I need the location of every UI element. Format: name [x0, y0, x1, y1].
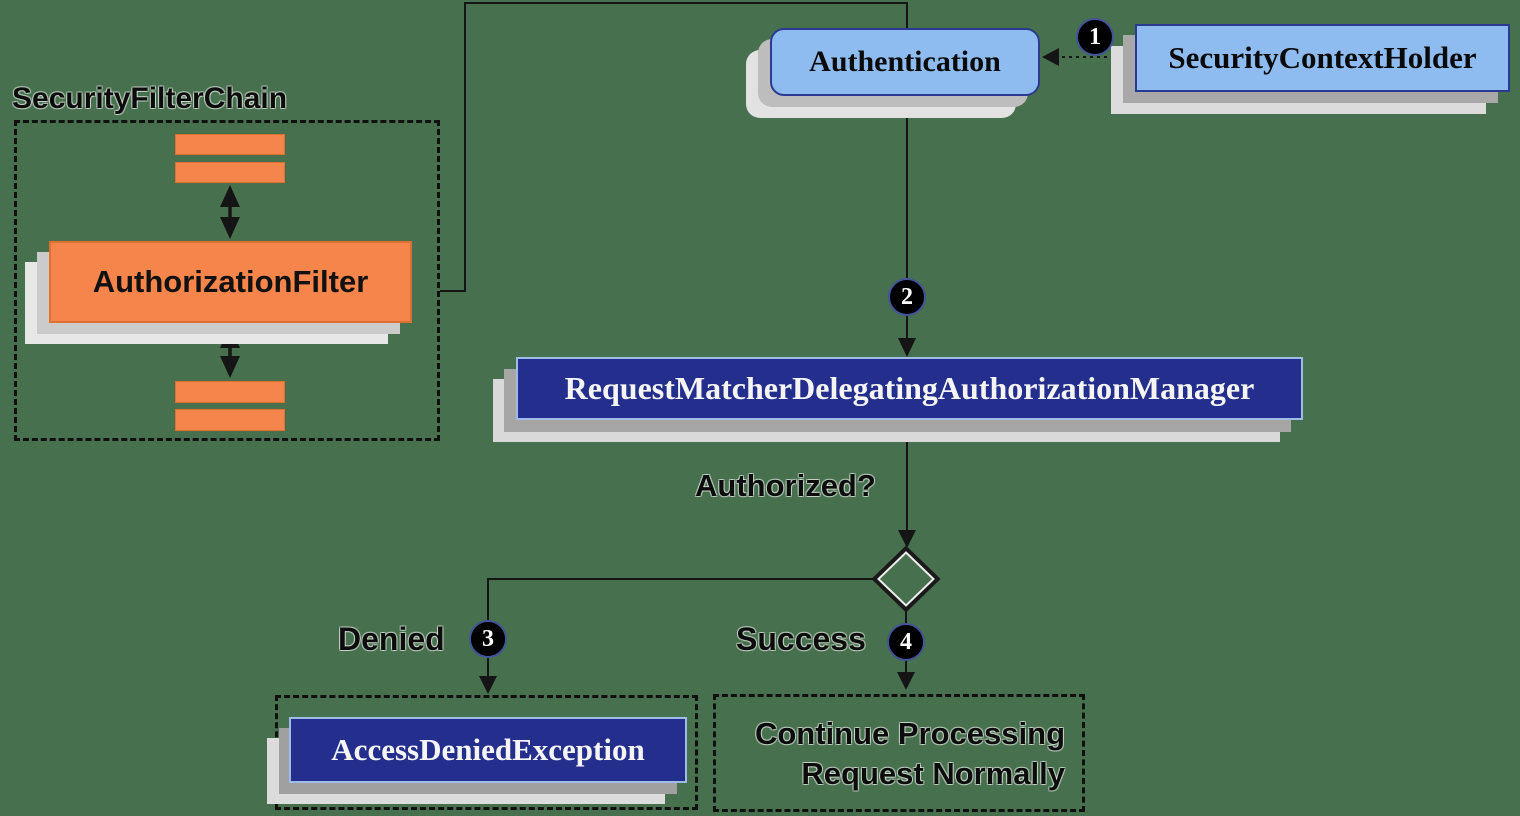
decision-diamond-inner	[877, 551, 935, 607]
step-4-number: 4	[900, 628, 912, 655]
security-filter-chain-label: SecurityFilterChain	[12, 82, 288, 115]
filter-bar	[175, 162, 285, 183]
step-4-badge: 4	[887, 623, 925, 661]
security-filter-chain-box	[14, 120, 440, 441]
arrow-down-into-manager-icon	[898, 338, 916, 357]
filter-bar	[175, 381, 285, 403]
access-denied-exception-node: AccessDeniedException	[289, 717, 687, 783]
filter-to-manager-connector	[440, 2, 908, 351]
arrow-down-icon	[220, 356, 240, 378]
authentication-node: Authentication	[770, 28, 1040, 96]
step-3-number: 3	[482, 625, 494, 652]
step-3-badge: 3	[469, 620, 507, 658]
decision-diamond	[871, 545, 941, 613]
step-1-badge: 1	[1076, 18, 1114, 56]
authorization-manager-label: RequestMatcherDelegatingAuthorizationMan…	[564, 370, 1255, 406]
step-2-badge: 2	[888, 278, 926, 316]
authentication-label: Authentication	[809, 45, 1001, 78]
access-denied-exception-label: AccessDeniedException	[331, 732, 645, 767]
success-label: Success	[736, 621, 866, 657]
arrow-down-into-diamond-icon	[898, 530, 916, 548]
filter-bar	[175, 409, 285, 431]
arrow-left-into-authentication-icon	[1042, 48, 1059, 66]
authorized-question-label: Authorized?	[695, 468, 876, 503]
continue-processing-label: Continue Processing Request Normally	[713, 714, 1083, 794]
authorization-filter-label: AuthorizationFilter	[92, 264, 369, 299]
authorization-filter-node: AuthorizationFilter	[49, 241, 412, 323]
security-context-holder-label: SecurityContextHolder	[1168, 40, 1477, 75]
security-context-holder-node: SecurityContextHolder	[1135, 24, 1510, 92]
arrow-down-success-icon	[897, 672, 915, 690]
continue-processing-line1: Continue Processing	[754, 716, 1065, 751]
step-2-number: 2	[901, 283, 913, 310]
arrow-down-denied-icon	[479, 676, 497, 694]
arrow-down-icon	[220, 217, 240, 239]
authorization-manager-node: RequestMatcherDelegatingAuthorizationMan…	[516, 357, 1303, 420]
denied-label: Denied	[338, 621, 445, 657]
arrow-up-icon	[220, 185, 240, 207]
filter-bar	[175, 134, 285, 155]
continue-processing-container	[713, 694, 1085, 812]
continue-processing-line2: Request Normally	[801, 756, 1065, 791]
step-1-number: 1	[1089, 23, 1101, 50]
